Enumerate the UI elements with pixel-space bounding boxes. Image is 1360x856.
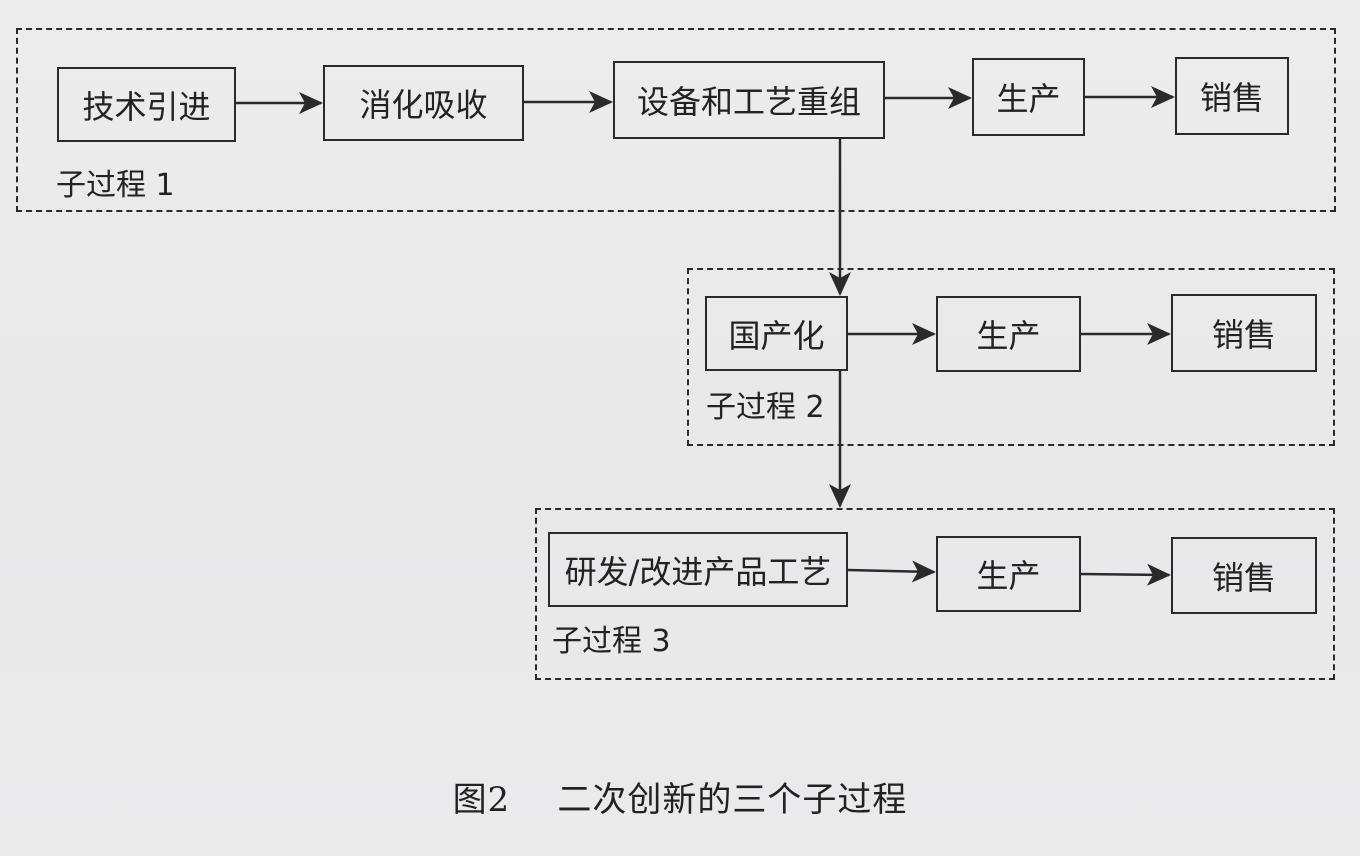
node-sales-3: 销售 xyxy=(1171,537,1317,614)
node-tech-introduction: 技术引进 xyxy=(57,67,236,142)
node-digestion-absorption: 消化吸收 xyxy=(323,65,524,141)
node-production-2: 生产 xyxy=(936,296,1081,372)
subprocess-2-group xyxy=(687,268,1335,446)
node-production-1: 生产 xyxy=(972,58,1085,136)
subprocess-1-group xyxy=(16,28,1336,212)
node-localization: 国产化 xyxy=(705,296,848,371)
node-equipment-process-reorganization: 设备和工艺重组 xyxy=(613,61,885,139)
subprocess-1-label: 子过程 1 xyxy=(56,168,175,203)
node-sales-1: 销售 xyxy=(1175,57,1289,135)
node-sales-2: 销售 xyxy=(1171,294,1317,372)
figure-caption: 图2 二次创新的三个子过程 xyxy=(452,780,908,820)
subprocess-3-label: 子过程 3 xyxy=(552,624,671,659)
node-rnd-improve-process: 研发/改进产品工艺 xyxy=(548,532,848,607)
node-production-3: 生产 xyxy=(936,536,1081,612)
subprocess-3-group xyxy=(535,508,1335,680)
subprocess-2-label: 子过程 2 xyxy=(706,390,825,425)
